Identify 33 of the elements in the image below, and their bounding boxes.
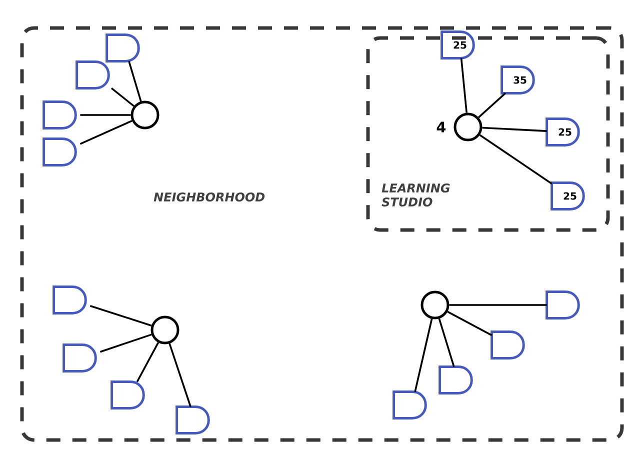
connector-line	[478, 92, 506, 118]
connector-line	[438, 318, 455, 368]
dashed-zone: NEIGHBORHOOD	[154, 192, 265, 202]
hub-count: 4	[436, 122, 446, 132]
connector-line	[128, 60, 142, 102]
hub-circle	[420, 290, 450, 320]
desk-shape	[546, 290, 580, 320]
desk-shape	[42, 100, 77, 130]
connector-line	[80, 114, 131, 116]
desk-shape	[62, 344, 97, 372]
connector-line	[168, 343, 192, 408]
connector-line	[414, 318, 433, 392]
connector-line	[447, 310, 492, 336]
connector-line	[460, 58, 468, 113]
desk-shape	[106, 34, 140, 62]
connector-line	[110, 88, 134, 107]
desk-shape	[42, 138, 77, 166]
hub-circle	[150, 316, 180, 344]
connector-line	[100, 334, 152, 353]
desk-shape	[52, 286, 87, 314]
desk-shape	[110, 380, 145, 410]
desk-shape	[438, 366, 473, 394]
connector-line	[136, 342, 160, 382]
connector-line	[449, 304, 547, 306]
connector-line	[479, 134, 552, 184]
connector-line	[90, 305, 152, 326]
desk-shape	[392, 390, 427, 420]
desk-shape	[490, 330, 525, 360]
connector-line	[482, 126, 547, 132]
desk-shape	[176, 406, 210, 434]
desk-shape	[76, 60, 110, 90]
hub-circle	[130, 100, 160, 130]
connector-line	[80, 120, 132, 145]
